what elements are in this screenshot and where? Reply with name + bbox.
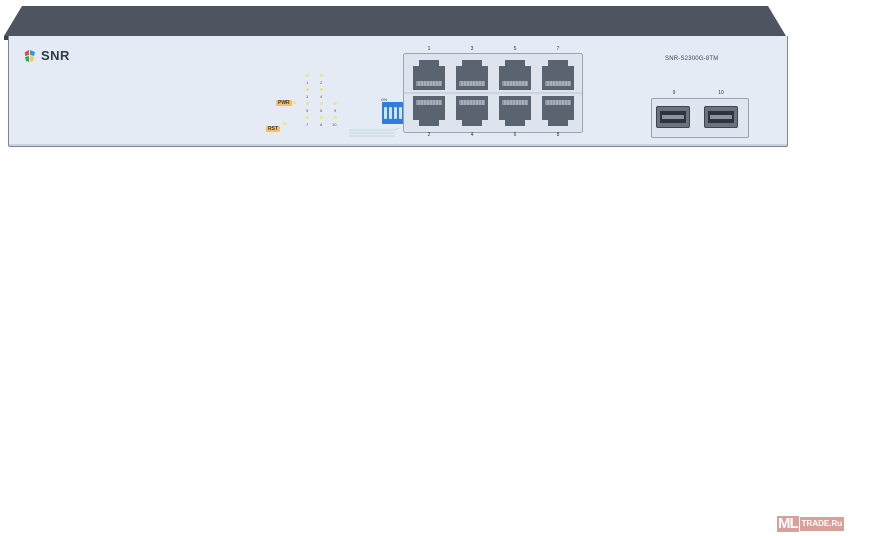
rj45-jack-icon xyxy=(456,96,488,126)
led-2 xyxy=(320,74,323,77)
rj45-port-1[interactable] xyxy=(409,56,449,93)
chassis-top xyxy=(4,6,786,40)
rj45-jack-icon xyxy=(542,60,574,90)
port-num-7: 7 xyxy=(556,46,560,52)
dip-legend-lines xyxy=(349,128,400,137)
led-8 xyxy=(320,116,323,119)
led-num-2: 2 xyxy=(320,80,323,85)
led-num-8: 8 xyxy=(320,122,323,127)
sfp-cage-icon xyxy=(656,106,690,128)
led-num-3: 3 xyxy=(306,94,309,99)
led-num-10: 10 xyxy=(332,122,337,127)
led-3 xyxy=(306,88,309,91)
rj45-port-frame xyxy=(403,53,583,133)
port-num-5: 5 xyxy=(513,46,517,52)
led-6 xyxy=(320,102,323,105)
brand-name: SNR xyxy=(41,48,70,63)
led-num-5: 5 xyxy=(306,108,309,113)
rj45-jack-icon xyxy=(499,96,531,126)
dip-switch[interactable] xyxy=(382,102,404,124)
pwr-label: PWR xyxy=(276,100,292,106)
port-num-4: 4 xyxy=(470,132,474,138)
rj45-jack-icon xyxy=(456,60,488,90)
port-num-3: 3 xyxy=(470,46,474,52)
led-5 xyxy=(306,102,309,105)
rj45-port-3[interactable] xyxy=(452,56,492,93)
rj45-port-6[interactable] xyxy=(495,93,535,130)
led-num-4: 4 xyxy=(320,94,323,99)
watermark-text: TRADE.Ru xyxy=(799,517,845,531)
rj45-jack-icon xyxy=(542,96,574,126)
front-panel: SNR SNR-S2300G-8TM PWR RST 1 2 3 4 5 6 7… xyxy=(8,36,788,147)
led-7 xyxy=(306,116,309,119)
rj45-port-5[interactable] xyxy=(495,56,535,93)
rst-button[interactable] xyxy=(283,122,286,125)
rj45-jack-icon xyxy=(499,60,531,90)
led-1 xyxy=(306,74,309,77)
port-num-8: 8 xyxy=(556,132,560,138)
led-num-7: 7 xyxy=(306,122,309,127)
watermark: ML TRADE.Ru xyxy=(777,515,845,532)
led-4 xyxy=(320,88,323,91)
led-10 xyxy=(334,116,337,119)
model-label: SNR-S2300G-8TM xyxy=(665,56,719,62)
brand-logo: SNR xyxy=(23,48,70,63)
sfp-port-9[interactable] xyxy=(656,106,690,128)
rst-label: RST xyxy=(266,126,280,132)
rj45-jack-icon xyxy=(413,60,445,90)
sfp-cage-icon xyxy=(704,106,738,128)
rj45-port-7[interactable] xyxy=(538,56,578,93)
sfp-port-10[interactable] xyxy=(704,106,738,128)
rj45-port-4[interactable] xyxy=(452,93,492,130)
rj45-jack-icon xyxy=(413,96,445,126)
port-num-6: 6 xyxy=(513,132,517,138)
port-num-1: 1 xyxy=(427,46,431,52)
snr-logo-icon xyxy=(25,49,35,62)
port-num-9: 9 xyxy=(672,90,676,96)
led-num-9: 9 xyxy=(334,108,337,113)
port-num-2: 2 xyxy=(427,132,431,138)
led-num-6: 6 xyxy=(320,108,323,113)
network-switch: SNR SNR-S2300G-8TM PWR RST 1 2 3 4 5 6 7… xyxy=(4,4,788,147)
led-num-1: 1 xyxy=(306,80,309,85)
watermark-ml: ML xyxy=(777,515,799,532)
led-9 xyxy=(334,102,337,105)
pwr-led xyxy=(293,101,296,104)
rj45-port-8[interactable] xyxy=(538,93,578,130)
dip-on-label: ON xyxy=(381,97,387,102)
rj45-port-2[interactable] xyxy=(409,93,449,130)
port-num-10: 10 xyxy=(718,90,724,96)
